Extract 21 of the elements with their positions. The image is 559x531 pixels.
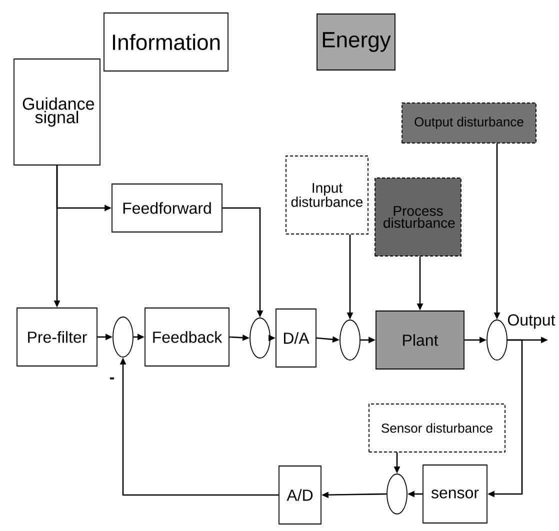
- process-box: sensor: [422, 464, 488, 524]
- disturbance-box: Output disturbance: [402, 102, 536, 144]
- summing-junction: [340, 320, 360, 360]
- summing-junction: [386, 474, 408, 514]
- summing-junction: [112, 316, 134, 358]
- process-box: Plant: [376, 310, 464, 370]
- disturbance-box: Sensor disturbance: [368, 404, 506, 452]
- sign-label: -: [110, 377, 114, 380]
- summing-junction: [250, 318, 270, 358]
- process-box: A/D: [278, 466, 322, 524]
- process-box: Feedforward: [112, 184, 222, 232]
- process-box: Pre-filter: [16, 308, 98, 366]
- process-box: Feedback: [144, 308, 230, 366]
- heading-box: Information: [104, 12, 228, 72]
- summing-junction: [486, 320, 508, 360]
- edge-label: Output: [506, 313, 556, 330]
- disturbance-box: Input disturbance: [286, 156, 368, 234]
- heading-box: Energy: [316, 14, 396, 70]
- process-box: D/A: [276, 308, 316, 368]
- process-box: Guidance signal: [14, 58, 100, 166]
- disturbance-box: Process disturbance: [374, 178, 462, 256]
